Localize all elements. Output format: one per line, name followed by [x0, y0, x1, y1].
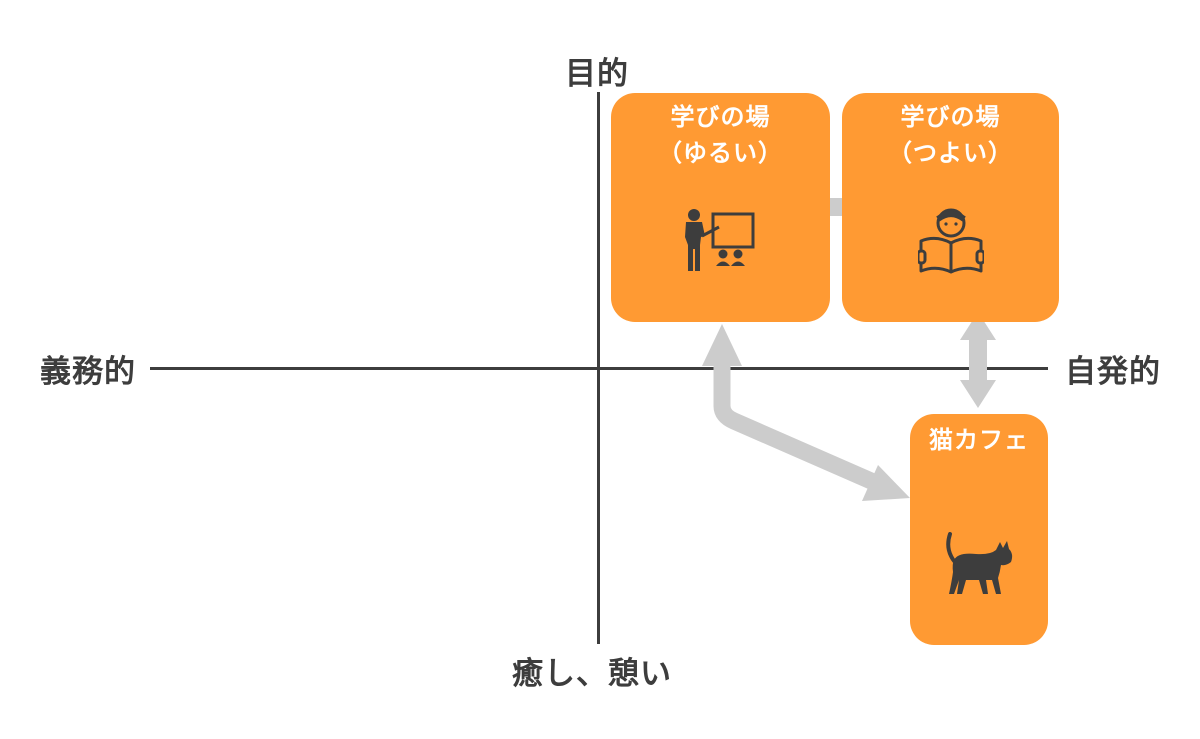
cat-icon: [946, 532, 1013, 594]
box-learning-strong-subtitle: （つよい）: [888, 139, 1013, 167]
box-cat-cafe-title: 猫カフェ: [929, 426, 1029, 454]
box-learning-loose-subtitle: （ゆるい）: [658, 139, 783, 167]
box-learning-strong-title: 学びの場: [900, 103, 1001, 131]
teacher-presentation-icon: [685, 209, 755, 271]
arrow-loose-cat: [702, 324, 910, 501]
box-learning-strong: 学びの場 （つよい）: [842, 93, 1059, 322]
box-learning-loose-title: 学びの場: [670, 103, 771, 131]
axis-label-right: 自発的: [1065, 354, 1161, 390]
box-cat-cafe: 猫カフェ: [910, 414, 1048, 645]
box-learning-loose: 学びの場 （ゆるい）: [611, 93, 830, 322]
horizontal-axis-line: [150, 367, 1048, 370]
person-reading-book-icon: [918, 208, 984, 274]
axis-label-left: 義務的: [40, 354, 136, 390]
axis-label-top: 目的: [565, 56, 629, 92]
arrow-strong-cat: [960, 312, 996, 408]
axis-label-bottom: 癒し、憩い: [512, 656, 672, 692]
